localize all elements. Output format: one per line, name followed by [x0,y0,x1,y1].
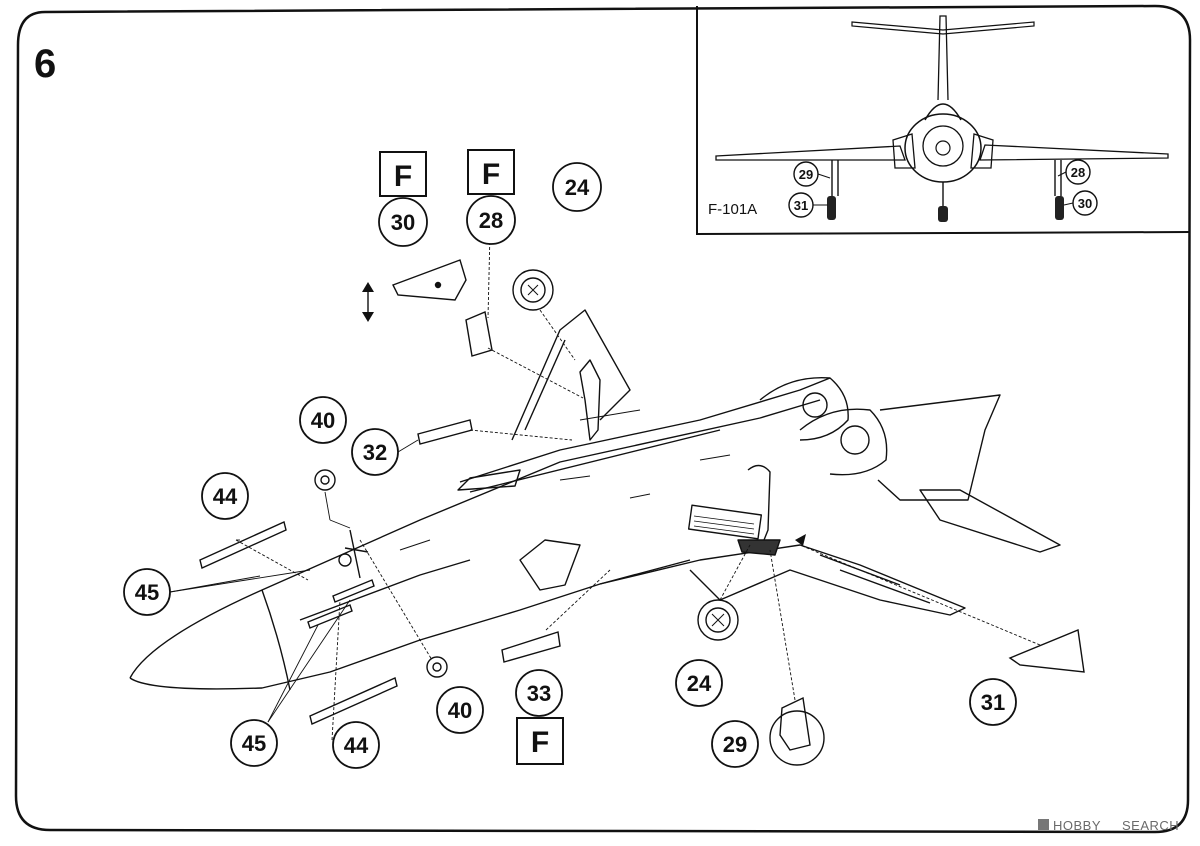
callout-45-bottom-label: 45 [242,731,266,756]
part-44-strip-top [199,521,287,569]
fbox-33-label: F [531,726,549,759]
callout-40-bottom-label: 40 [448,698,472,723]
part-29-door [779,696,811,751]
callout-labels: 30 28 24 40 32 44 45 45 44 40 33 24 29 3… [135,175,1005,758]
inset-callout-30: 30 [1078,196,1092,211]
vertical-fin [511,309,631,441]
variant-label: F-101A [708,201,757,218]
aircraft-underside-view [129,309,1061,691]
callout-28-label: 28 [479,208,503,233]
callout-44-bottom-label: 44 [344,733,369,758]
part-31-door [1008,629,1085,673]
main-wing [599,544,966,616]
step-number: 6 [34,42,56,86]
engine-exhaust-1 [759,376,849,441]
callout-45-left [123,568,171,616]
part-30-door [392,259,467,301]
engine-exhaust-2 [799,408,888,476]
watermark-logo-icon [1038,819,1049,830]
up-down-arrow-icon [362,282,374,322]
callout-29-label: 29 [723,732,747,757]
watermark: HOBBY SEARCH [1038,818,1179,833]
callout-24-top [552,162,602,212]
callout-40-top-label: 40 [311,408,335,433]
horizontal-stabilizer [877,394,1001,501]
callout-31-label: 31 [981,690,1005,715]
callout-30-label: 30 [391,210,415,235]
fbox-28-label: F [482,158,500,191]
nose-section [129,399,821,679]
callout-31 [969,678,1017,726]
callouts [123,162,1017,769]
sheet-frame [14,4,1192,834]
callout-33-label: 33 [527,681,551,706]
callout-44-bottom [332,721,380,769]
fbox-33: F [516,717,564,765]
inset-callout-31: 31 [794,198,808,213]
fbox-30: F [379,151,427,197]
callout-45-left-label: 45 [135,580,159,605]
callout-44-top-label: 44 [213,484,238,509]
callout-30 [378,197,428,247]
front-view-inset: 29 31 28 30 F-101A [696,6,1191,236]
callout-24-bottom [675,659,723,707]
parts [199,259,1085,751]
callout-32-label: 32 [363,440,387,465]
callout-44-top [201,472,249,520]
callout-24-bottom-label: 24 [687,671,712,696]
callout-29 [711,720,759,768]
watermark-suffix: SEARCH [1122,818,1179,833]
watermark-brand: HOBBY [1053,818,1101,833]
callout-29-ring [769,710,825,766]
part-28-door [465,311,493,357]
arrow-icon [795,534,806,546]
part-33-panel [501,631,561,663]
fbox-30-label: F [394,160,412,193]
callout-45-bottom [230,719,278,767]
callout-40-top [299,396,347,444]
callout-33 [515,669,563,717]
callout-40-bottom [436,686,484,734]
fbox-28: F [467,149,515,195]
callout-24-top-label: 24 [565,175,590,200]
guide-lines [169,231,1041,741]
inset-callout-28: 28 [1071,165,1085,180]
callout-32 [351,428,399,476]
inset-wings [715,144,1169,161]
inset-frame [696,6,1191,236]
inset-callout-29: 29 [799,167,813,182]
part-32-panel [417,419,473,445]
callout-28 [466,195,516,245]
part-44-strip-bottom [309,677,398,725]
